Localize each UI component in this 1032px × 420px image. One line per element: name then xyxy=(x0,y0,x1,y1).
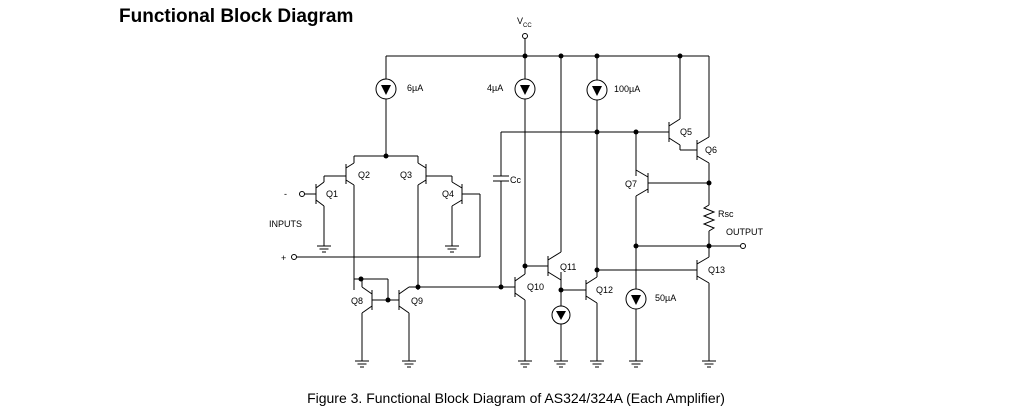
svg-text:Q4: Q4 xyxy=(442,189,454,199)
transistor-q5: Q5 xyxy=(668,56,697,151)
svg-text:Q7: Q7 xyxy=(625,179,637,189)
current-source-6ua: 6µA xyxy=(375,56,423,156)
transistor-q7: Q7 xyxy=(625,169,709,249)
svg-text:Q11: Q11 xyxy=(560,262,576,272)
transistor-q3: Q3 xyxy=(386,155,427,290)
page-title: Functional Block Diagram xyxy=(119,6,354,27)
svg-text:Q6: Q6 xyxy=(705,145,717,155)
svg-text:Q8: Q8 xyxy=(351,296,363,306)
svg-text:OUTPUT: OUTPUT xyxy=(726,227,764,237)
svg-text:6µA: 6µA xyxy=(407,83,423,93)
transistor-q9: Q9 xyxy=(385,284,501,368)
svg-text:Q13: Q13 xyxy=(708,265,725,275)
inputs-label-group: INPUTS + xyxy=(269,219,480,263)
svg-text:50µA: 50µA xyxy=(655,293,676,303)
svg-text:Q12: Q12 xyxy=(596,285,613,295)
transistor-q2: Q2 xyxy=(345,155,386,290)
svg-text:Rsc: Rsc xyxy=(718,209,734,219)
output-stage-wiring xyxy=(594,129,697,271)
svg-text:100µA: 100µA xyxy=(614,84,640,94)
transistor-q11: Q11 xyxy=(525,56,576,293)
current-source-4ua: 4µA xyxy=(487,56,536,266)
transistor-q13: Q13 xyxy=(696,246,725,368)
figure-caption: Figure 3. Functional Block Diagram of AS… xyxy=(307,390,725,406)
svg-text:Q2: Q2 xyxy=(358,170,370,180)
output-terminal[interactable] xyxy=(740,243,746,249)
svg-text:Q1: Q1 xyxy=(326,189,338,199)
svg-text:Q9: Q9 xyxy=(411,296,423,306)
svg-text:Q3: Q3 xyxy=(400,170,412,180)
svg-text:INPUTS: INPUTS xyxy=(269,219,302,229)
output-node: OUTPUT xyxy=(636,227,764,249)
transistor-q12: Q12 xyxy=(561,267,613,368)
vcc-label: VCC xyxy=(517,16,532,29)
transistor-q4: Q4 xyxy=(426,175,481,257)
vcc-rail xyxy=(386,53,709,59)
vcc-terminal: VCC xyxy=(517,16,532,56)
capacitor-cc: Cc xyxy=(493,131,597,290)
svg-text:Q10: Q10 xyxy=(527,282,544,292)
svg-text:-: - xyxy=(284,189,287,199)
current-source-100ua: 100µA xyxy=(586,56,640,270)
current-source-50ua: 50µA xyxy=(625,246,676,368)
svg-text:Cc: Cc xyxy=(510,175,521,185)
non-inverting-input-terminal[interactable] xyxy=(291,254,297,260)
transistor-q10: Q10 xyxy=(501,263,544,368)
inverting-input-terminal[interactable] xyxy=(299,191,305,197)
transistor-q6: Q6 xyxy=(696,56,717,186)
svg-text:4µA: 4µA xyxy=(487,83,503,93)
svg-text:+: + xyxy=(281,253,286,263)
transistor-q1: - Q1 xyxy=(284,175,346,253)
svg-text:Q5: Q5 xyxy=(680,127,692,137)
transistor-q8: Q8 xyxy=(351,276,389,368)
